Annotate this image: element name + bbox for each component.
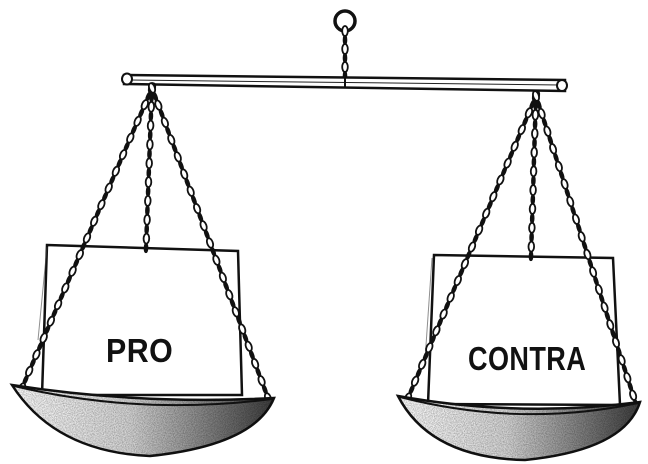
pro-label: PRO xyxy=(106,332,173,370)
hanger xyxy=(335,11,355,80)
contra-label: CONTRA xyxy=(468,340,586,378)
hanger-chain xyxy=(342,26,348,80)
balance-beam xyxy=(122,74,567,92)
right-block xyxy=(425,255,620,405)
hanger-chain-links xyxy=(342,26,348,80)
left-block xyxy=(38,245,242,395)
